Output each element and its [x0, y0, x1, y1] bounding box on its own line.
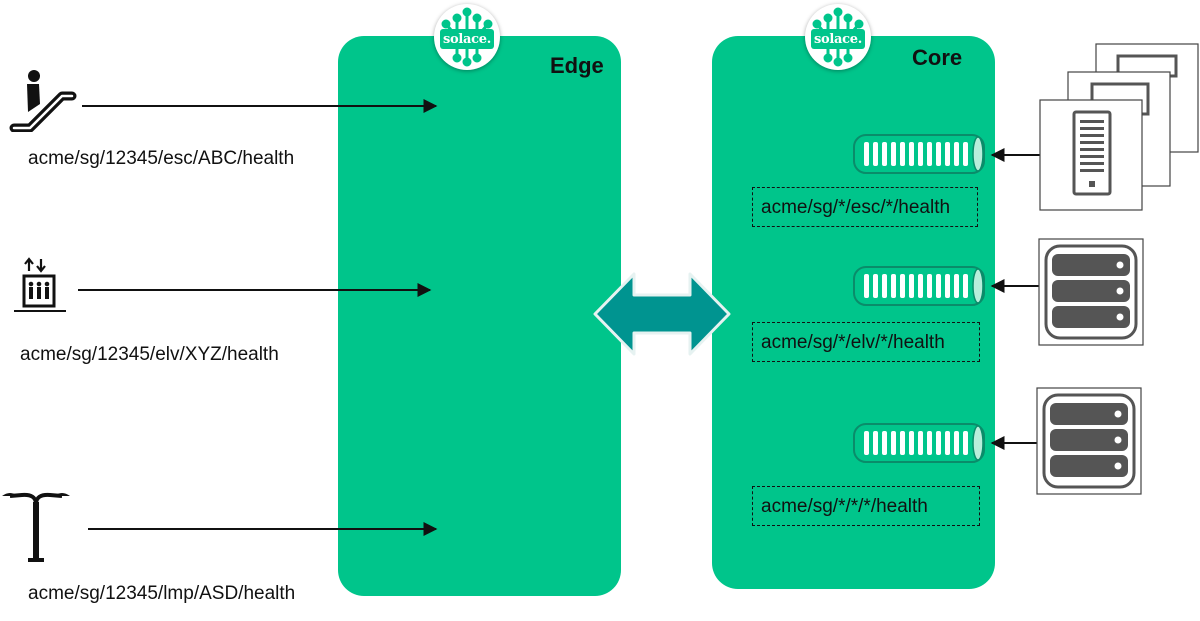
street-lamp-icon [2, 492, 70, 562]
edge-broker-panel: Edge [338, 36, 621, 596]
escalator-topic-label: acme/sg/12345/esc/ABC/health [28, 148, 295, 169]
server-icon [1038, 238, 1144, 346]
escalator-icon [9, 70, 77, 132]
elevator-to-edge-arrow [78, 283, 432, 297]
lamp-topic-label: acme/sg/12345/lmp/ASD/health [28, 583, 296, 604]
elevator-topic-label: acme/sg/12345/elv/XYZ/health [20, 344, 279, 365]
queue-1-icon [853, 134, 985, 174]
queue-2-subscription: acme/sg/*/elv/*/health [752, 322, 980, 362]
edge-logo-graphic [440, 7, 494, 67]
server-icon [1036, 387, 1142, 495]
consumer-2-arrow [990, 279, 1040, 293]
edge-title: Edge [550, 53, 604, 78]
core-title: Core [912, 45, 963, 70]
core-logo-graphic [811, 7, 865, 67]
queue-2-icon [853, 266, 985, 306]
bridge-double-arrow [593, 272, 731, 356]
edge-logo-text: solace. [443, 32, 491, 47]
core-logo-text: solace. [814, 32, 862, 47]
tablet-stack-icon [1039, 43, 1199, 211]
queue-3-subscription: acme/sg/*/*/*/health [752, 486, 980, 526]
lamp-to-edge-arrow [88, 522, 438, 536]
core-solace-logo: solace. [805, 4, 871, 70]
escalator-to-edge-arrow [82, 99, 438, 113]
queue-1-subscription: acme/sg/*/esc/*/health [752, 187, 978, 227]
consumer-1-arrow [990, 148, 1040, 162]
core-broker-panel: Core [712, 36, 995, 589]
edge-solace-logo: solace. [434, 4, 500, 70]
elevator-icon [14, 257, 66, 312]
consumer-3-arrow [990, 436, 1038, 450]
queue-3-icon [853, 423, 985, 463]
